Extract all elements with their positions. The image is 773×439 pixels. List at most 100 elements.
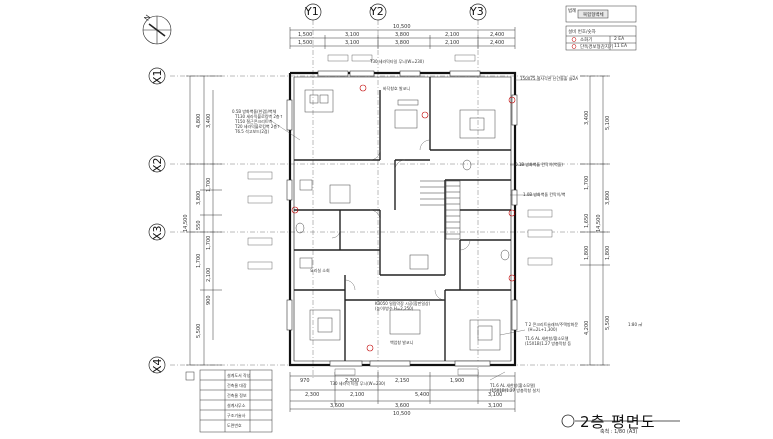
- annotation-middle-room: 요리실 소회: [310, 268, 330, 273]
- annotation-lower-right-1: T 2 콘크리트슬래브/주택방화문: [525, 322, 579, 327]
- grid-label-x1: X1: [151, 69, 164, 84]
- dim-right-inner-2: 1,700: [584, 175, 590, 190]
- legend-row-2-label: 단독경보형감지기: [580, 45, 614, 50]
- annotation-left-note-2: T130 세라믹블로킹벽 2층↑: [235, 114, 283, 119]
- title-block-row-3: 건축물 정보: [227, 393, 247, 398]
- dim-top-seg-1: 1,500: [298, 32, 313, 38]
- dim-bottom-r3-2: 3,600: [395, 403, 410, 409]
- title-block-row-2: 건축물 대장: [227, 383, 247, 388]
- dim-right-inner-4: 1,800: [584, 245, 590, 260]
- dim-right-seg-4: 5,500: [605, 315, 611, 330]
- legend-row-1-count: 2 EA: [614, 37, 625, 42]
- drawing-title: 2층 평면도: [580, 413, 656, 431]
- annotation-bottom-right-1: T1.6 AL 새한창(황소모델): [490, 383, 536, 388]
- window-tags-left: [247, 54, 553, 376]
- dim-left-inner-1: 3,400: [206, 113, 212, 128]
- dim-left-inner-4: 2,100: [206, 267, 212, 282]
- dim-top-seg-4: 2,100: [445, 32, 460, 38]
- legend-header: 범례: [568, 9, 577, 14]
- dim-left-total: 14,500: [183, 214, 189, 233]
- scale-note: 1:80 ㎡: [628, 322, 643, 327]
- dimension-lines-right: [580, 75, 610, 366]
- annotation-top-window: T30 세라믹타일 무늬(W=230): [370, 59, 424, 64]
- staircase: [420, 180, 461, 240]
- dim-top-sub-1: 1,500: [298, 40, 313, 46]
- title-block-row-1: 설계도서 작성: [227, 373, 251, 378]
- grid-label-y2: Y2: [370, 5, 384, 18]
- dim-top-sub-5: 2,400: [490, 40, 505, 46]
- dim-bottom-r1-4: 1,900: [450, 378, 465, 384]
- dim-bottom-r2-2: 2,100: [350, 392, 365, 398]
- dim-bottom-r1-1: 970: [300, 378, 310, 384]
- annotation-center-note-2: (높이/방수 H=2,250): [375, 306, 414, 311]
- dim-top-sub-3: 3,800: [395, 40, 410, 46]
- title-block-row-5: 구조기술사: [227, 413, 246, 418]
- annotation-lower-right-2: (H=2L+1,300): [528, 327, 558, 332]
- dim-bottom-r3-3: 3,100: [488, 403, 503, 409]
- dim-top-sub-2: 3,100: [345, 40, 360, 46]
- door-swings: [331, 139, 471, 301]
- dimension-lines-top: [289, 27, 516, 49]
- dim-top-total: 10,500: [393, 24, 411, 30]
- dim-bottom-r1-2: 2,300: [345, 378, 360, 384]
- annotation-left-note-3: T150 철근콘크리트벽: [235, 119, 273, 124]
- windows: [286, 70, 518, 367]
- dim-top-seg-2: 3,100: [345, 32, 360, 38]
- dim-left-seg-4: 1,700: [196, 253, 202, 268]
- legend-sub-header: 설비 번호/숫자: [568, 30, 596, 35]
- dim-left-seg-3: 550: [196, 220, 202, 230]
- leader-lines: [269, 79, 540, 381]
- legend-row-1-label: 소화기: [580, 38, 593, 43]
- dim-top-seg-5: 2,400: [490, 32, 505, 38]
- dim-left-inner-2: 1,700: [206, 177, 212, 192]
- dim-right-inner-5: 4,200: [584, 320, 590, 335]
- annotation-center-note-1: K3050 밀림막장 시공(합판일상): [375, 301, 431, 306]
- dim-left-seg-5: 5,500: [196, 323, 202, 338]
- drawing-scale: 축척 : 1/80 (A3): [600, 429, 638, 435]
- legend-title-box: 복합형벽체: [583, 13, 604, 18]
- grid-label-x2: X2: [151, 157, 164, 172]
- fixtures: [295, 89, 510, 351]
- annotation-lower-right2-2: (15X1B)1.27 방충막창 등: [525, 341, 572, 346]
- annotation-bottom-window: T30 세라믹 타일 무늬(W=230): [330, 381, 386, 386]
- dim-bottom-total: 10,500: [393, 411, 411, 417]
- title-block-row-6: 도면번호: [227, 423, 242, 428]
- annotation-bottom-right-2: (15X1B)1.27 방충막창 설치: [490, 388, 540, 393]
- dim-top-seg-3: 3,800: [395, 32, 410, 38]
- title-block-row-4: 설계사무소: [227, 403, 246, 408]
- annotation-top-right: 150X75 철사각관 난간돌출 @2A: [520, 76, 579, 81]
- annotation-mid-window: 바닥창호 발코니: [383, 86, 411, 91]
- dim-right-seg-2: 3,800: [605, 190, 611, 205]
- legend-row-2-count: 11 EA: [614, 44, 628, 49]
- exterior-walls: [288, 71, 517, 367]
- dimension-lines-left: [186, 75, 222, 366]
- drawing-title-mark: [561, 414, 680, 428]
- annotation-left-note-1: 0.5B 방화벽돌(한겹)/벽체: [232, 109, 277, 114]
- dim-bottom-r2-1: 2,300: [305, 392, 320, 398]
- dim-bottom-r1-3: 2,150: [395, 378, 410, 384]
- annotation-right-note-1: 0.1B 방화벽돌 칸막이(벽돌): [515, 162, 563, 167]
- annotation-left-note-4: T20 세라믹블로킹벽 2층↑: [235, 124, 281, 129]
- dim-bottom-r2-4: 3,100: [488, 392, 503, 398]
- fire-equipment-markers: [291, 84, 516, 352]
- dim-left-seg-1: 4,800: [196, 113, 202, 128]
- dim-right-inner-3: 1,650: [584, 213, 590, 228]
- annotation-lower-window: 백업창 발코니: [390, 340, 414, 345]
- dim-right-total: 14,500: [596, 214, 602, 233]
- dimension-lines-bottom: [289, 372, 516, 412]
- dim-left-inner-5: 900: [206, 295, 212, 305]
- annotation-right-note-2: 1.0B 방화벽돌 칸막이/벽: [523, 192, 566, 197]
- annotation-lower-right2-1: T1.6 AL 새한창/황소모델: [525, 336, 569, 341]
- grid-label-x3: X3: [151, 225, 164, 240]
- grid-bubbles: [148, 3, 487, 374]
- dim-bottom-r3-1: 3,600: [330, 403, 345, 409]
- title-block: [185, 369, 273, 433]
- dim-right-inner-1: 3,400: [584, 110, 590, 125]
- grid-label-y1: Y1: [305, 5, 319, 18]
- legend-symbols: [571, 37, 577, 49]
- dim-right-seg-1: 5,100: [605, 115, 611, 130]
- legend-box: [565, 5, 637, 51]
- dim-left-seg-2: 3,800: [196, 190, 202, 205]
